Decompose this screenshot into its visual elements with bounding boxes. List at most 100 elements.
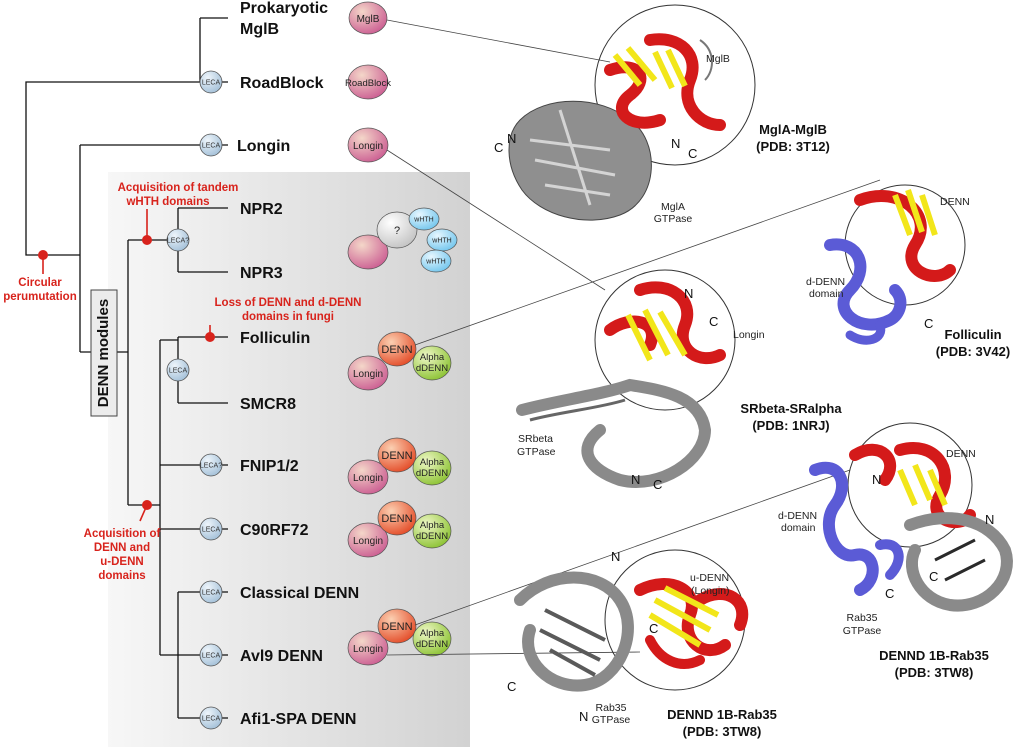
leca-nodes: LECA LECA LECA? LECA LECA? LECA LECA LEC…	[166, 70, 223, 730]
svg-text:dDENN: dDENN	[416, 639, 448, 650]
svg-text:LECA?: LECA?	[167, 238, 189, 245]
svg-text:wHTH: wHTH	[431, 238, 451, 245]
svg-text:(Longin): (Longin)	[691, 585, 730, 597]
svg-text:DENN modules: DENN modules	[95, 299, 112, 407]
svg-text:u-DENN: u-DENN	[690, 572, 729, 584]
connector-lines	[386, 19, 881, 656]
svg-text:wHTH: wHTH	[425, 259, 445, 266]
longin-domain-icon: Longin	[347, 127, 389, 163]
svg-text:LECA: LECA	[202, 716, 221, 723]
svg-text:Acquisition of tandem: Acquisition of tandem	[118, 182, 239, 194]
svg-text:MglA: MglA	[661, 201, 685, 213]
leca-node: LECA	[199, 517, 223, 541]
svg-text:domain: domain	[809, 288, 844, 300]
svg-text:Longin: Longin	[353, 141, 383, 152]
svg-text:DENN and: DENN and	[94, 542, 150, 554]
svg-text:dDENN: dDENN	[416, 531, 448, 542]
svg-text:LECA: LECA	[169, 368, 188, 375]
svg-text:Alpha: Alpha	[420, 352, 445, 363]
dennd1b-rab35-structure-right: DENN d-DENN domain N N C C Rab35 GTPase …	[778, 422, 1013, 680]
svg-text:C: C	[885, 586, 894, 601]
folliculin-structure: DENN d-DENN domain C Folliculin (PDB: 3V…	[806, 184, 1010, 359]
svg-text:?: ?	[394, 225, 400, 237]
svg-text:GTPase: GTPase	[843, 625, 882, 637]
svg-text:MglB: MglB	[357, 14, 380, 25]
leaf-label: Prokaryotic	[240, 0, 328, 17]
svg-text:LECA?: LECA?	[200, 463, 222, 470]
leaf-label: C90RF72	[240, 522, 309, 539]
svg-text:GTPase: GTPase	[517, 446, 556, 458]
svg-text:LECA: LECA	[202, 590, 221, 597]
svg-text:DENN: DENN	[381, 344, 412, 356]
leaf-label: FNIP1/2	[240, 458, 299, 475]
leaf-label: Longin	[237, 138, 290, 155]
svg-text:(PDB: 3TW8): (PDB: 3TW8)	[683, 724, 762, 739]
svg-text:Folliculin: Folliculin	[944, 327, 1001, 342]
svg-text:GTPase: GTPase	[592, 714, 631, 726]
svg-text:(PDB: 3V42): (PDB: 3V42)	[936, 344, 1010, 359]
leca-node: LECA	[166, 358, 190, 382]
svg-text:Longin: Longin	[353, 369, 383, 380]
dennd1b-rab35-structure-left: u-DENN (Longin) N C C N Rab35 GTPase DEN…	[507, 549, 777, 739]
svg-text:Longin: Longin	[733, 329, 765, 341]
svg-text:C: C	[653, 477, 662, 492]
svg-text:C: C	[649, 621, 658, 636]
srbeta-sralpha-structure: N C Longin SRbeta GTPase N C SRbeta-SRal…	[516, 269, 842, 492]
svg-text:C: C	[929, 569, 938, 584]
leaf-label: SMCR8	[240, 396, 296, 413]
svg-text:Alpha: Alpha	[420, 520, 445, 531]
evolution-events: Circular perumutation Acquisition of tan…	[3, 182, 361, 582]
svg-text:(PDB: 1NRJ): (PDB: 1NRJ)	[752, 418, 829, 433]
denn-modules-box: DENN modules	[90, 289, 118, 417]
leca-node: LECA	[199, 133, 223, 157]
svg-text:C: C	[688, 146, 697, 161]
svg-text:DENN: DENN	[940, 196, 970, 208]
svg-text:LECA: LECA	[202, 653, 221, 660]
denn-domain-icon: Longin DENN Alpha dDENN	[347, 437, 452, 495]
svg-text:Rab35: Rab35	[596, 702, 627, 714]
leca-node: LECA	[199, 70, 223, 94]
svg-text:(PDB: 3T12): (PDB: 3T12)	[756, 139, 830, 154]
svg-text:Longin: Longin	[353, 644, 383, 655]
svg-text:Alpha: Alpha	[420, 457, 445, 468]
svg-text:N: N	[631, 472, 640, 487]
leaf-label: NPR3	[240, 265, 283, 282]
svg-text:MglB: MglB	[706, 53, 730, 65]
svg-text:d-DENN: d-DENN	[806, 276, 845, 288]
svg-text:DENN: DENN	[381, 513, 412, 525]
svg-text:SRbeta-SRalpha: SRbeta-SRalpha	[740, 401, 842, 416]
svg-text:N: N	[872, 472, 881, 487]
leaf-label: Avl9 DENN	[240, 648, 323, 665]
svg-text:N: N	[985, 512, 994, 527]
svg-text:DENN: DENN	[381, 621, 412, 633]
svg-text:domains: domains	[98, 570, 145, 582]
svg-text:C: C	[709, 314, 718, 329]
leaf-label: MglB	[240, 21, 279, 38]
denn-domain-icon: Longin DENN Alpha dDENN	[347, 331, 452, 391]
svg-text:Loss of DENN and d-DENN: Loss of DENN and d-DENN	[215, 297, 362, 309]
domain-icons: MglB RoadBlock Longin ? wHTH wHTH wHTH L…	[345, 1, 458, 666]
svg-text:LECA: LECA	[202, 143, 221, 150]
leca-node: LECA?	[166, 228, 190, 252]
svg-text:DENN: DENN	[381, 450, 412, 462]
svg-text:perumutation: perumutation	[3, 291, 76, 303]
svg-text:LECA: LECA	[202, 80, 221, 87]
svg-text:Circular: Circular	[18, 277, 62, 289]
leaf-label: Afi1-SPA DENN	[240, 711, 356, 728]
svg-text:Rab35: Rab35	[847, 612, 878, 624]
svg-text:LECA: LECA	[202, 527, 221, 534]
svg-text:Longin: Longin	[353, 473, 383, 484]
svg-text:wHTH domains: wHTH domains	[125, 196, 209, 208]
svg-text:Longin: Longin	[353, 536, 383, 547]
svg-text:dDENN: dDENN	[416, 468, 448, 479]
svg-text:wHTH: wHTH	[413, 217, 433, 224]
npr-domain-icon: ? wHTH wHTH wHTH	[347, 207, 458, 273]
leaf-label: Folliculin	[240, 330, 310, 347]
svg-text:C: C	[494, 140, 503, 155]
svg-text:Acquisition of: Acquisition of	[84, 528, 161, 540]
svg-text:N: N	[684, 286, 693, 301]
mgla-mglb-structure: MglB N C N C MglA GTPase MglA-MglB (PDB:…	[494, 4, 830, 225]
leaf-label: RoadBlock	[240, 75, 324, 92]
